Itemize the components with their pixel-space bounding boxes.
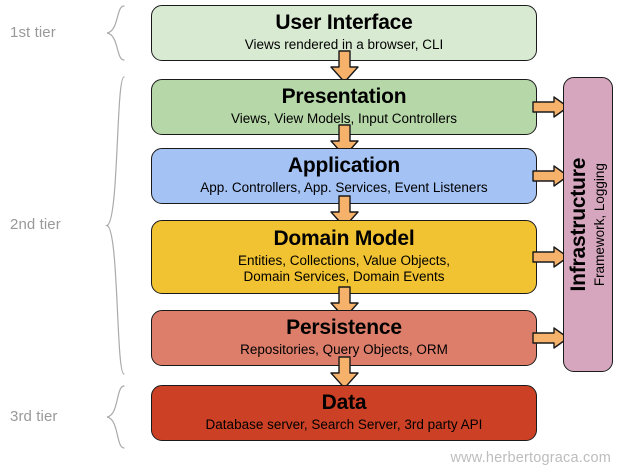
layer-subtitle: Repositories, Query Objects, ORM <box>240 342 448 358</box>
layer-domain-model[interactable]: Domain Model Entities, Collections, Valu… <box>151 220 537 294</box>
layer-subtitle: App. Controllers, App. Services, Event L… <box>200 180 488 196</box>
layer-title: Data <box>321 391 367 415</box>
layer-persistence[interactable]: Persistence Repositories, Query Objects,… <box>151 310 537 366</box>
infrastructure-subtitle: Framework, Logging <box>592 162 608 287</box>
layer-subtitle-line2: Domain Services, Domain Events <box>243 269 445 285</box>
layer-infrastructure[interactable]: Infrastructure Framework, Logging <box>563 77 613 372</box>
layer-data[interactable]: Data Database server, Search Server, 3rd… <box>151 385 537 441</box>
tier-3-brace <box>104 385 126 449</box>
layer-subtitle: Views, View Models, Input Controllers <box>230 111 458 127</box>
tier-label-1st: 1st tier <box>10 24 56 41</box>
tier-label-2nd: 2nd tier <box>10 216 61 233</box>
layer-title: Domain Model <box>273 227 415 251</box>
tier-label-3rd: 3rd tier <box>10 408 58 425</box>
layer-subtitle: Views rendered in a browser, CLI <box>244 37 444 53</box>
infrastructure-rotated-text: Infrastructure Framework, Logging <box>567 158 608 292</box>
layer-subtitle: Database server, Search Server, 3rd part… <box>205 417 483 433</box>
watermark: www.herbertograca.com <box>450 450 611 466</box>
layer-application[interactable]: Application App. Controllers, App. Servi… <box>151 148 537 204</box>
layer-title: User Interface <box>275 11 413 35</box>
layer-presentation[interactable]: Presentation Views, View Models, Input C… <box>151 79 537 135</box>
tier-1-brace <box>104 5 126 61</box>
layer-title: Persistence <box>286 316 402 340</box>
layer-subtitle: Entities, Collections, Value Objects, <box>237 252 451 268</box>
layer-title: Application <box>287 154 401 178</box>
layer-title: Presentation <box>281 85 407 109</box>
layer-user-interface[interactable]: User Interface Views rendered in a brows… <box>151 5 537 61</box>
tier-2-brace <box>104 76 126 375</box>
infrastructure-title: Infrastructure <box>567 157 591 292</box>
